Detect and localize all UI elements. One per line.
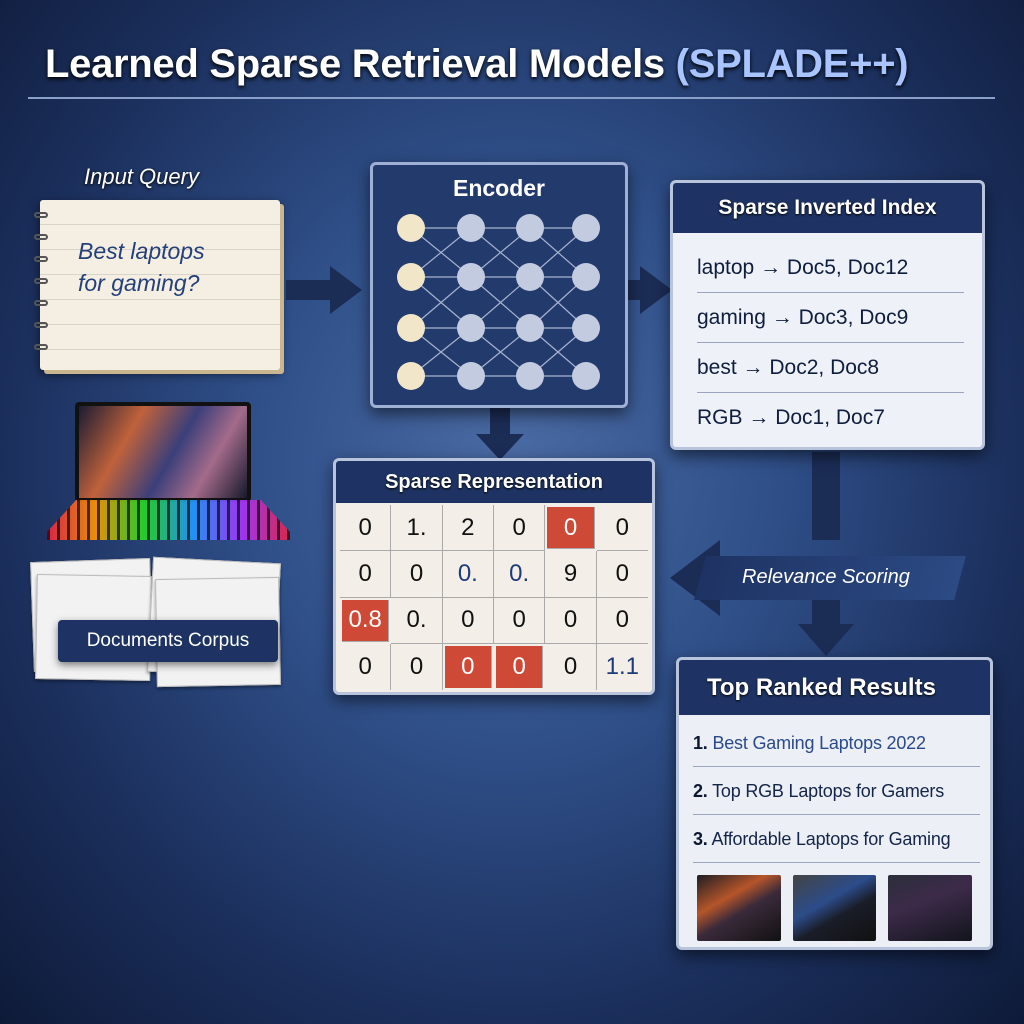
result-rank: 1. bbox=[693, 733, 708, 753]
query-text-line1: Best laptops bbox=[78, 238, 205, 264]
index-docs: Doc3, Doc9 bbox=[798, 306, 909, 329]
sparse-cell: 0 bbox=[340, 505, 392, 552]
sparse-cell: 0 bbox=[442, 597, 494, 644]
sparse-cell: 1. bbox=[391, 505, 443, 552]
relevance-scoring-label: Relevance Scoring bbox=[742, 566, 910, 588]
arrow-icon: → bbox=[760, 256, 782, 279]
title-divider bbox=[28, 97, 995, 99]
result-rank: 2. bbox=[693, 781, 708, 801]
sparse-cell: 0 bbox=[340, 551, 392, 598]
sparse-cell: 9 bbox=[545, 551, 597, 598]
arrow-query-to-encoder bbox=[286, 266, 362, 314]
index-term: RGB bbox=[697, 406, 743, 429]
result-thumbnails bbox=[697, 875, 973, 941]
index-title: Sparse Inverted Index bbox=[673, 183, 982, 233]
index-term: best bbox=[697, 356, 737, 379]
title-main: Learned Sparse Retrieval Models bbox=[45, 42, 665, 86]
sparse-cell: 0.8 bbox=[342, 599, 390, 642]
query-notepad: Best laptops for gaming? bbox=[34, 200, 280, 370]
sparse-cell: 0 bbox=[547, 507, 595, 550]
laptop-keyboard-rgb bbox=[47, 500, 290, 540]
sparse-cell: 0 bbox=[444, 645, 492, 688]
sparse-cell: 1.1 bbox=[605, 652, 639, 680]
index-row: gaming → Doc3, Doc9 bbox=[697, 293, 964, 343]
result-thumbnail[interactable] bbox=[792, 875, 877, 941]
sparse-inverted-index-panel: Sparse Inverted Index laptop → Doc5, Doc… bbox=[670, 180, 985, 450]
sparse-cell: 0. bbox=[391, 597, 443, 644]
documents-corpus-label: Documents Corpus bbox=[58, 620, 278, 662]
sparse-cell: 0 bbox=[545, 597, 597, 644]
sparse-title: Sparse Representation bbox=[336, 461, 652, 503]
sparse-cell: 0 bbox=[596, 551, 648, 598]
index-row: best → Doc2, Doc8 bbox=[697, 343, 964, 393]
index-docs: Doc5, Doc12 bbox=[786, 256, 909, 279]
index-docs: Doc2, Doc8 bbox=[769, 356, 880, 379]
title-accent: (SPLADE++) bbox=[675, 42, 909, 86]
result-title: Best Gaming Laptops 2022 bbox=[712, 733, 926, 753]
sparse-cell: 0 bbox=[596, 505, 648, 552]
sparse-cell: 0 bbox=[340, 643, 392, 690]
result-item[interactable]: 2. Top RGB Laptops for Gamers bbox=[693, 767, 980, 815]
result-rank: 3. bbox=[693, 829, 708, 849]
result-title: Affordable Laptops for Gaming bbox=[711, 829, 951, 849]
arrow-icon: → bbox=[771, 306, 793, 329]
sparse-cell: 0 bbox=[596, 598, 648, 644]
neural-network-icon bbox=[397, 214, 600, 390]
encoder-panel: Encoder bbox=[370, 162, 628, 408]
gaming-laptop-image bbox=[75, 402, 251, 502]
result-thumbnail[interactable] bbox=[888, 875, 973, 941]
arrow-scoring-to-results bbox=[798, 600, 854, 656]
sparse-cell: 0 bbox=[493, 505, 546, 552]
sparse-cell: 0 bbox=[493, 597, 546, 644]
index-term: laptop bbox=[697, 256, 755, 279]
result-title: Top RGB Laptops for Gamers bbox=[712, 781, 945, 801]
arrow-encoder-to-sparse bbox=[476, 408, 524, 460]
arrow-encoder-to-index bbox=[612, 266, 672, 314]
index-docs: Doc1, Doc7 bbox=[775, 406, 885, 429]
top-ranked-results-panel: Top Ranked Results 1. Best Gaming Laptop… bbox=[676, 657, 993, 950]
arrow-icon: → bbox=[748, 406, 770, 429]
index-row: RGB → Doc1, Doc7 bbox=[697, 393, 964, 443]
result-thumbnail[interactable] bbox=[697, 875, 781, 941]
input-query-label: Input Query bbox=[84, 164, 199, 189]
arrow-index-to-scoring bbox=[812, 452, 840, 540]
arrow-icon: → bbox=[742, 356, 764, 379]
query-text-line2: for gaming? bbox=[78, 270, 200, 296]
sparse-cell: 0. bbox=[442, 551, 494, 598]
index-row: laptop → Doc5, Doc12 bbox=[697, 243, 964, 293]
sparse-cell: 0. bbox=[493, 551, 546, 598]
result-item[interactable]: 1. Best Gaming Laptops 2022 bbox=[693, 719, 980, 767]
index-term: gaming bbox=[697, 306, 766, 329]
page-title: Learned Sparse Retrieval Models (SPLADE+… bbox=[45, 42, 909, 87]
results-title: Top Ranked Results bbox=[679, 660, 990, 715]
sparse-cell: 0 bbox=[391, 551, 443, 598]
sparse-cell: 0 bbox=[545, 643, 597, 690]
sparse-cell: 2 bbox=[442, 505, 494, 552]
sparse-cell: 0 bbox=[391, 643, 443, 690]
result-item[interactable]: 3. Affordable Laptops for Gaming bbox=[693, 815, 980, 863]
encoder-title: Encoder bbox=[452, 175, 546, 201]
sparse-cell: 0 bbox=[495, 645, 544, 688]
